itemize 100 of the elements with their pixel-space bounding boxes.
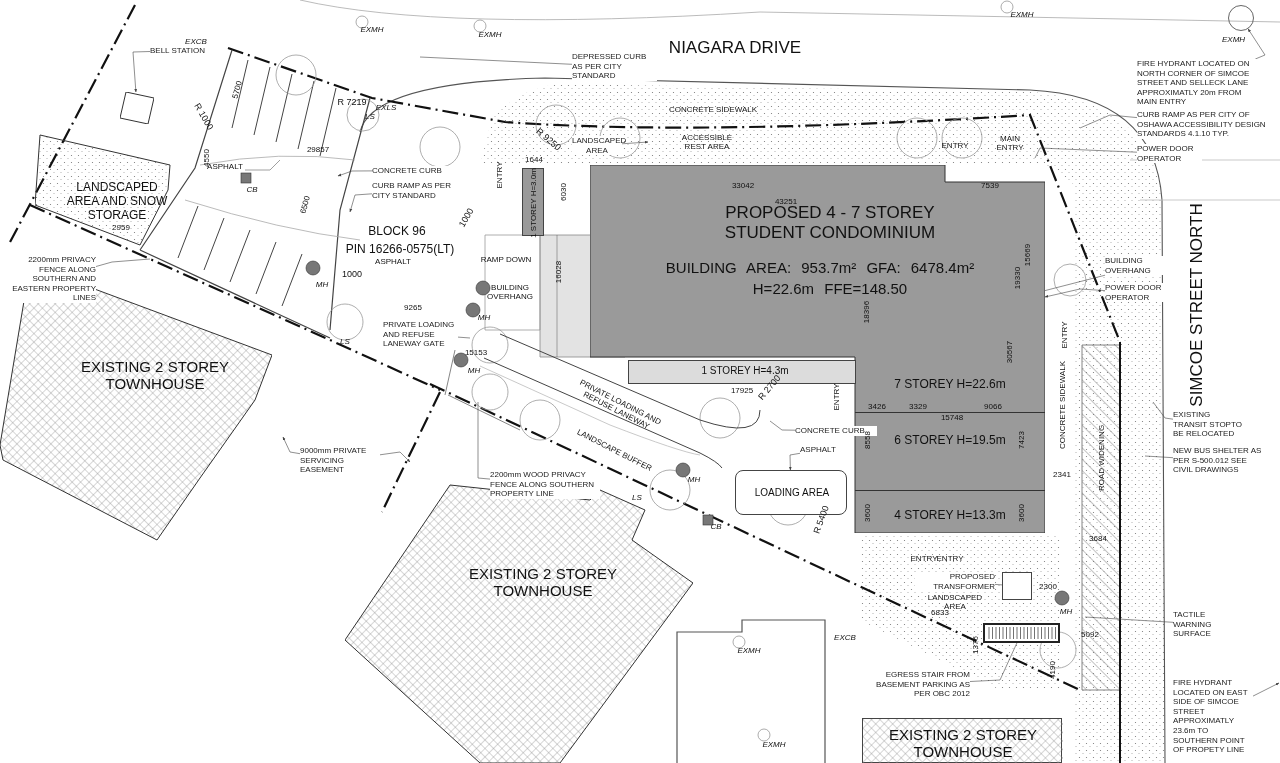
utility-label: CB — [246, 185, 258, 195]
material-label: ASPHALT — [207, 162, 243, 172]
leader-line — [969, 642, 1018, 682]
note-text: EXISTING TRANSIT STOPTO BE RELOCATED — [1173, 410, 1245, 439]
dimension-text: 6030 — [559, 183, 569, 201]
dimension-text: 2300 — [1039, 582, 1057, 592]
utility-label: MH — [467, 366, 481, 376]
material-label: ASPHALT — [375, 257, 411, 267]
building-area-text: BUILDING AREA: 953.7m² GFA: 6478.4m² — [665, 259, 975, 277]
transformer-box — [1002, 572, 1032, 600]
stair-drawing — [983, 623, 1060, 643]
area-label: BUILDING OVERHANG — [486, 284, 534, 302]
dimension-text: 33042 — [731, 181, 755, 191]
note-text: POWER DOOR OPERATOR — [1137, 144, 1202, 164]
dimension-text: 1644 — [525, 155, 543, 165]
floor-label: 7 STOREY H=22.6m — [894, 378, 1006, 392]
dimension-text: 19330 — [1013, 266, 1023, 290]
utility-label: EXMH — [478, 30, 502, 40]
area-label: ACCESSIBLE REST AREA — [680, 134, 734, 152]
utility-label: MH — [1059, 607, 1073, 617]
dimension-text: 29857 — [306, 145, 330, 155]
entry-label: ENTRY — [832, 383, 842, 411]
entry-label: ENTRY — [1060, 321, 1070, 349]
leader-line — [769, 420, 796, 431]
dimension-text: 6833 — [931, 608, 949, 618]
utility-label: EXMH — [762, 740, 786, 750]
leader-line — [1034, 147, 1138, 159]
note-text: PROPOSED TRANSFORMER — [915, 572, 995, 592]
floor-label: 4 STOREY H=13.3m — [894, 509, 1006, 523]
bell-station-box — [120, 92, 154, 124]
townhouse-footprint — [862, 718, 1062, 763]
single-storey-wing — [522, 168, 544, 236]
leader-line — [1079, 114, 1138, 129]
area-label: CONCRETE SIDEWALK — [668, 105, 758, 115]
dimension-text: 9265 — [404, 303, 422, 313]
building-height-text: H=22.6m FFE=148.50 — [752, 280, 908, 298]
area-label: CONCRETE SIDEWALK — [1058, 360, 1068, 450]
dimension-text: 18396 — [862, 300, 872, 324]
dimension-text: R 7219 — [337, 98, 367, 108]
dimension-text: 15748 — [940, 413, 964, 423]
leader-line — [1144, 455, 1174, 458]
utility-label: LS — [340, 337, 350, 347]
dimension-text: 16028 — [554, 260, 564, 284]
area-label: LANDSCAPED AREA AND SNOW STORAGE — [65, 181, 169, 223]
utility-label: MH — [687, 475, 701, 485]
dimension-text: 7539 — [981, 181, 999, 191]
building-label: EXISTING 2 STOREY TOWNHOUSE — [79, 357, 231, 393]
utility-label: EXCB — [834, 633, 856, 643]
dimension-text: 5092 — [1081, 630, 1099, 640]
utility-label: CB — [710, 522, 722, 532]
dimension-text: 3426 — [868, 402, 886, 412]
area-label: LOADING AREA — [753, 487, 831, 499]
utility-label: EXMH — [1010, 10, 1034, 20]
leader-line — [419, 56, 573, 65]
building-label: EXISTING 2 STOREY TOWNHOUSE — [467, 564, 619, 600]
dimension-text: 15153 — [464, 348, 488, 358]
dimension-text: 1376 — [971, 636, 981, 654]
note-text: BELL STATION — [150, 46, 205, 56]
leader-line — [994, 584, 1003, 586]
dimension-text: 1000 — [342, 270, 362, 280]
note-text: DEPRESSED CURB AS PER CITY STANDARD — [572, 52, 657, 81]
block-label: BLOCK 96 — [368, 225, 426, 239]
leader-line — [1044, 274, 1106, 291]
utility-label: LS — [365, 112, 375, 122]
utility-label: EXMH — [737, 646, 761, 656]
dimension-text: 2341 — [1053, 470, 1071, 480]
dimension-text: 15669 — [1023, 243, 1033, 267]
building-label: EXISTING 2 STOREY TOWNHOUSE — [887, 725, 1039, 761]
utility-label: LS — [632, 493, 642, 503]
dimension-text: 2959 — [112, 223, 130, 233]
leader-line — [1084, 616, 1174, 623]
area-label: RAMP DOWN — [480, 255, 532, 265]
dimension-text: 7423 — [1017, 431, 1027, 449]
utility-label: MH — [315, 280, 329, 290]
utility-label: MH — [477, 313, 491, 323]
dimension-text: 3600 — [863, 504, 873, 522]
entry-label: ENTRY — [941, 141, 969, 151]
dimension-text: 3600 — [1017, 504, 1027, 522]
dimension-text: 30567 — [1005, 340, 1015, 364]
dimension-text: 9066 — [984, 402, 1002, 412]
utility-label: EXMH — [360, 25, 384, 35]
entry-label: ENTRY — [936, 554, 964, 564]
floor-label: 6 STOREY H=19.5m — [894, 434, 1006, 448]
note-text: 2200mm WOOD PRIVACY FENCE ALONG SOUTHERN PROPERTY LINE — [490, 470, 600, 499]
dimension-text: 6500 — [299, 195, 313, 215]
dimension-text: 3684 — [1089, 534, 1107, 544]
note-text: FIRE HYDRANT LOCATED ON NORTH CORNER OF SIMCOE STREET AND SELLECK LANE APPROXIMATLY 20m FROM MAIN ENTRY — [1137, 59, 1257, 107]
entry-label: ENTRY — [910, 554, 938, 564]
dimension-text: 5700 — [231, 80, 245, 100]
leader-line — [477, 401, 491, 480]
utility-label: EXCB — [185, 37, 207, 47]
dimension-text: R 5400 — [812, 504, 832, 536]
entry-label: MAIN ENTRY — [995, 135, 1025, 153]
hydrant-label: EXMH — [1222, 36, 1246, 45]
area-label: ROAD WIDENING — [1097, 424, 1107, 492]
dimension-text: 3329 — [909, 402, 927, 412]
building-title: PROPOSED 4 - 7 STOREY STUDENT CONDOMINIUM — [723, 203, 937, 243]
street-name: NIAGARA DRIVE — [668, 38, 802, 58]
dimension-text: 17925 — [730, 386, 754, 396]
leader-line — [457, 336, 471, 339]
